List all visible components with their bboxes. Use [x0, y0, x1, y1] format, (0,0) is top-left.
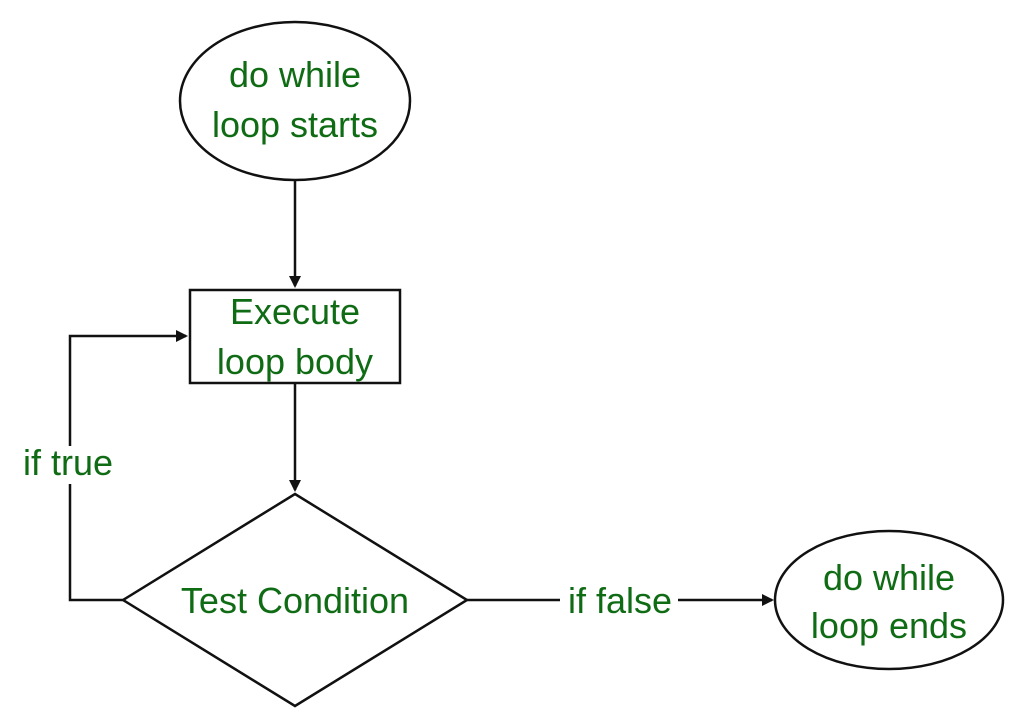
end-node: do while loop ends — [773, 529, 1005, 671]
if-false-connector: if false — [467, 580, 774, 621]
start-node-label-line2: loop starts — [212, 104, 378, 145]
if-true-label: if true — [23, 442, 113, 483]
condition-diamond — [120, 492, 470, 708]
loop-body-node: Execute loop body — [188, 288, 402, 385]
start-node-label-line1: do while — [229, 54, 361, 95]
if-false-label: if false — [568, 580, 672, 621]
end-ellipse — [773, 529, 1005, 671]
loop-body-label-line1: Execute — [230, 291, 360, 332]
if-false-label-background — [560, 580, 678, 620]
start-ellipse — [178, 20, 412, 182]
end-node-label-line2: loop ends — [811, 605, 967, 646]
if-true-loop-connector: if true — [14, 330, 188, 602]
end-node-label-line1: do while — [823, 557, 955, 598]
condition-node: Test Condition — [120, 492, 470, 708]
loop-body-label-line2: loop body — [217, 341, 373, 382]
start-node: do while loop starts — [178, 20, 412, 182]
condition-label: Test Condition — [181, 580, 409, 621]
if-true-label-background — [14, 446, 124, 484]
